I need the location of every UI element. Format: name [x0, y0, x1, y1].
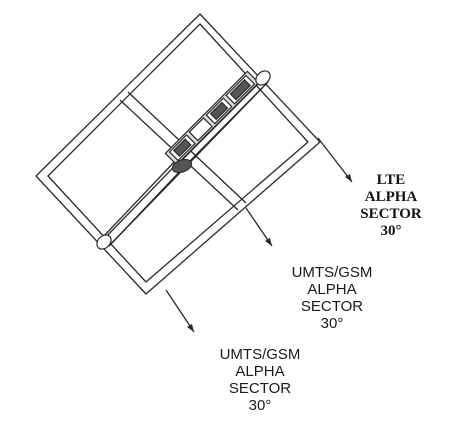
umts-gsm-arrow-2-head [187, 324, 194, 332]
umts-gsm-arrow-2-shaft [165, 289, 195, 333]
lte-alpha-sector-label: LTE ALPHA SECTOR 30° [360, 172, 422, 239]
lte-alpha-arrow-head [345, 174, 352, 182]
rail-end-cap [96, 70, 271, 250]
platform-frame-outer [35, 13, 321, 295]
grid-divider [101, 157, 179, 239]
antenna-cluster [164, 70, 260, 166]
junction-mount [171, 158, 193, 174]
umts-gsm-alpha-sector-label-2: UMTS/GSM ALPHA SECTOR 30° [219, 346, 301, 414]
platform-frame-inner [47, 23, 309, 283]
umts-gsm-arrow-1-head [265, 238, 272, 246]
lte-alpha-arrow-shaft [317, 137, 353, 183]
umts-gsm-alpha-sector-label-1: UMTS/GSM ALPHA SECTOR 30° [291, 264, 373, 332]
